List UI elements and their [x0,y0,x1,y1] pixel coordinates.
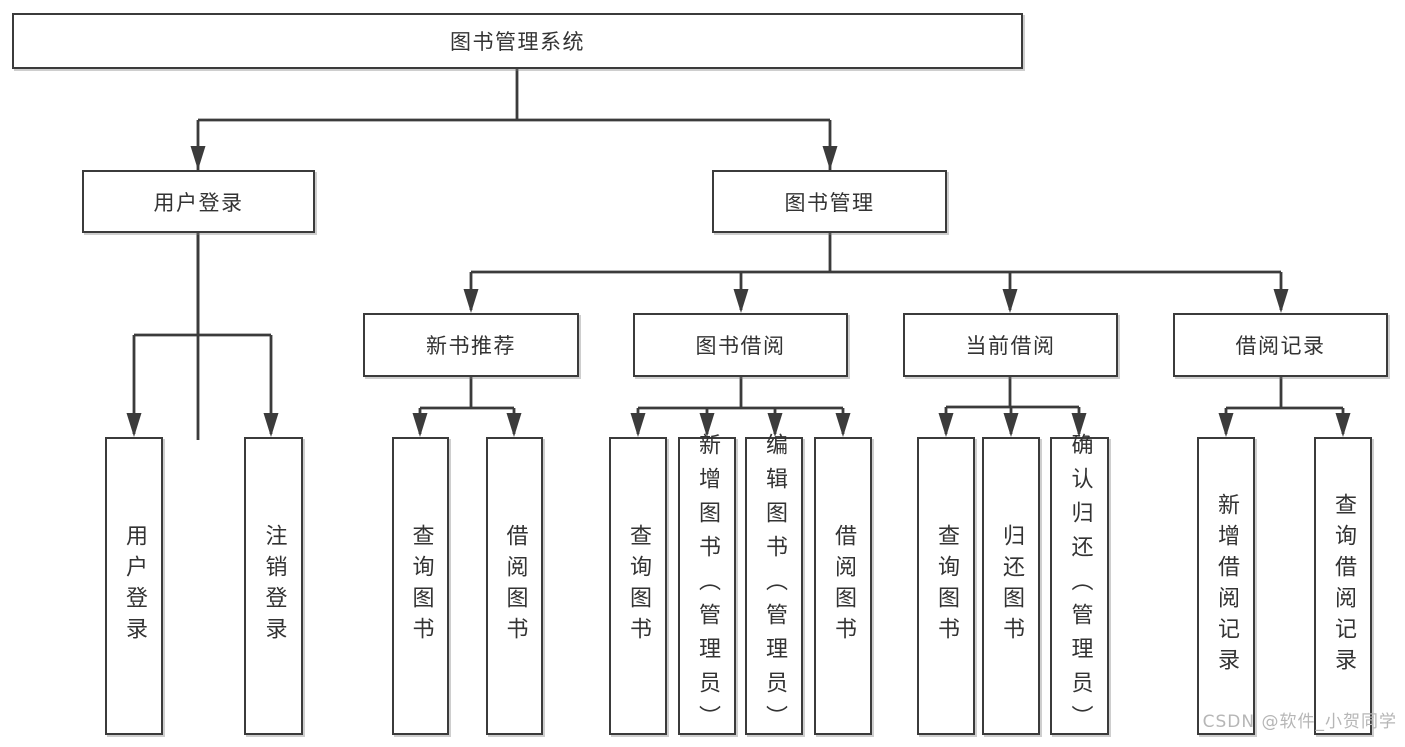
node-label: 图书管理 [784,190,875,215]
connector-borrow-record [1224,377,1345,434]
leaf-add-borrow-record: 新增借阅记录 [1197,437,1255,735]
arrowhead [699,413,715,437]
arrowhead [835,413,851,437]
arrowhead [1273,289,1289,313]
leaf-label: 注销登录 [261,524,287,648]
leaf-return-book: 归还图书 [982,437,1040,735]
leaf-borrow-book-1: 借阅图书 [486,437,543,735]
arrowhead [126,413,142,437]
node-label: 图书管理系统 [450,30,585,54]
leaf-label: 归还图书 [999,524,1024,648]
node-current-borrow: 当前借阅 [903,313,1118,377]
node-book-mgmt: 图书管理 [712,170,947,233]
arrowhead [190,146,206,170]
node-root: 图书管理系统 [12,13,1023,69]
arrowhead [822,146,838,170]
leaf-add-book-admin: 新增图书（管理员） [678,433,736,739]
leaf-label: 借阅图书 [831,524,856,648]
leaf-user-login: 用户登录 [105,437,163,735]
arrowhead [263,413,279,437]
leaf-borrow-book-2: 借阅图书 [814,437,872,735]
arrowhead [1335,413,1351,437]
leaf-logout: 注销登录 [244,437,303,735]
node-borrow-record: 借阅记录 [1173,313,1388,377]
connector-book-mgmt [469,233,1283,310]
leaf-label: 用户登录 [122,524,147,648]
node-book-borrow: 图书借阅 [633,313,848,377]
arrowhead [938,413,954,437]
connector-new-book [418,377,516,434]
arrowheads [126,146,1351,437]
arrowhead [1218,413,1234,437]
leaf-label: 查询图书 [934,524,959,648]
connector-book-borrow [636,377,845,434]
arrowhead [630,413,646,437]
leaf-query-book-2: 查询图书 [609,437,667,735]
node-label: 新书推荐 [426,334,516,358]
arrowhead [767,413,783,437]
csdn-watermark: CSDN @软件_小贺同学 [1202,712,1397,732]
leaf-label: 确认归还（管理员） [1067,433,1093,739]
leaf-query-book-3: 查询图书 [917,437,975,735]
leaf-label: 新增借阅记录 [1214,493,1239,679]
leaf-query-borrow-record: 查询借阅记录 [1314,437,1372,735]
arrowhead [463,289,479,313]
arrowhead [412,413,428,437]
leaf-label: 查询借阅记录 [1331,493,1356,679]
connector-user-login [132,233,273,434]
connector-root [196,68,832,440]
arrowhead [1002,289,1018,313]
arrowhead [506,413,522,437]
node-label: 借阅记录 [1235,334,1326,358]
leaf-label: 查询图书 [408,524,434,648]
leaf-query-book-1: 查询图书 [392,437,449,735]
node-user-login: 用户登录 [82,170,315,233]
node-new-book-recommend: 新书推荐 [363,313,579,377]
leaf-edit-book-admin: 编辑图书（管理员） [745,433,803,739]
arrowhead [1071,413,1087,437]
leaf-confirm-return-admin: 确认归还（管理员） [1050,433,1109,739]
connector-group [132,68,1345,440]
leaf-label: 查询图书 [626,524,651,648]
node-label: 图书借阅 [695,334,786,358]
node-label: 用户登录 [153,190,244,215]
leaf-label: 借阅图书 [502,524,528,648]
node-label: 当前借阅 [965,334,1056,358]
arrowhead [733,289,749,313]
arrowhead [1003,413,1019,437]
leaf-label: 新增图书（管理员） [695,433,720,739]
leaf-label: 编辑图书（管理员） [762,433,787,739]
